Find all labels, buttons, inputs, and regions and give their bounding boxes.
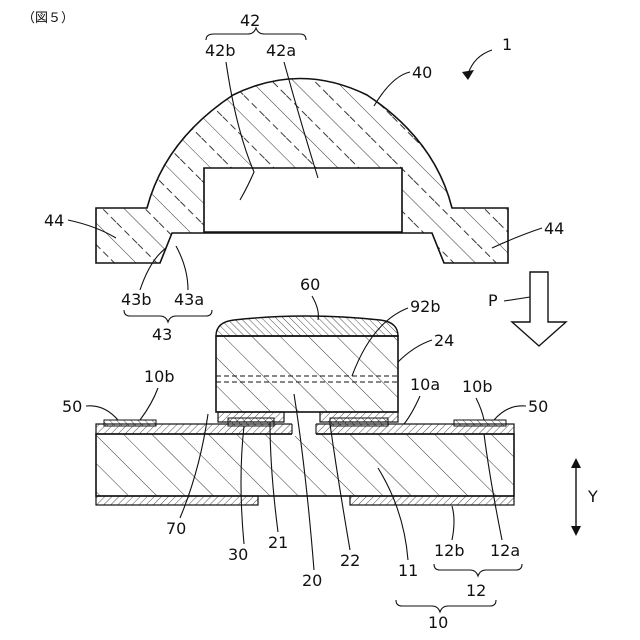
leader-pad-right bbox=[476, 398, 484, 420]
label-recess: 42 bbox=[240, 11, 260, 30]
label-bond-left: 50 bbox=[62, 397, 82, 416]
label-step-a: 43a bbox=[174, 290, 204, 309]
label-flange-left: 44 bbox=[44, 211, 64, 230]
leader-chip-side bbox=[398, 340, 432, 362]
wiring-bottom-left bbox=[96, 496, 258, 505]
device-arrowhead bbox=[462, 70, 474, 80]
figure-caption: （図５） bbox=[22, 11, 74, 26]
label-axis-y: Y bbox=[587, 487, 598, 506]
label-base: 11 bbox=[398, 561, 418, 580]
label-wiring: 12 bbox=[466, 581, 486, 600]
label-bond-right: 50 bbox=[528, 397, 548, 416]
label-pad-left: 10b bbox=[144, 367, 175, 386]
pad-right bbox=[454, 420, 506, 426]
leader-bond-right bbox=[494, 406, 526, 420]
coating-layer bbox=[216, 316, 398, 336]
direction-arrow-p bbox=[512, 272, 566, 346]
leader-pad-left bbox=[140, 388, 158, 420]
label-step: 43 bbox=[152, 325, 172, 344]
label-wiring-b: 12b bbox=[434, 541, 465, 560]
label-underfill: 70 bbox=[166, 519, 186, 538]
label-bump-left: 30 bbox=[228, 545, 248, 564]
label-recess-a: 42a bbox=[266, 41, 296, 60]
label-recess-b: 42b bbox=[205, 41, 236, 60]
label-chip-side: 24 bbox=[434, 331, 454, 350]
label-direction-p: P bbox=[488, 291, 498, 310]
base-body bbox=[96, 434, 514, 496]
label-flange-right: 44 bbox=[544, 219, 564, 238]
leader-direction-p bbox=[504, 297, 530, 301]
label-wiring-a: 12a bbox=[490, 541, 520, 560]
label-electrode-22: 22 bbox=[340, 551, 360, 570]
label-substrate: 10 bbox=[428, 613, 448, 632]
label-pad-right: 10b bbox=[462, 377, 493, 396]
lens-body bbox=[96, 79, 508, 264]
label-step-b: 43b bbox=[121, 290, 152, 309]
bump-right bbox=[330, 418, 388, 426]
pad-left bbox=[104, 420, 156, 426]
bracket-step bbox=[124, 310, 212, 322]
bracket-wiring bbox=[434, 564, 522, 576]
label-surface-10a: 10a bbox=[410, 375, 440, 394]
leader-lens bbox=[374, 72, 410, 106]
leader-bond-left bbox=[86, 406, 118, 420]
label-layer-92b: 92b bbox=[410, 297, 441, 316]
label-coating: 60 bbox=[300, 275, 320, 294]
wiring-gap bbox=[292, 422, 316, 436]
leader-step-a bbox=[176, 246, 188, 290]
bump-left bbox=[228, 418, 274, 426]
label-chip: 20 bbox=[302, 571, 322, 590]
wiring-bottom-right bbox=[350, 496, 514, 505]
axis-y-arrow bbox=[571, 458, 581, 536]
label-lens: 40 bbox=[412, 63, 432, 82]
label-device: 1 bbox=[502, 35, 512, 54]
label-electrode-21: 21 bbox=[268, 533, 288, 552]
bracket-substrate bbox=[396, 600, 496, 612]
leader-surface-10a bbox=[404, 396, 420, 424]
leader-wiring-b bbox=[452, 506, 454, 540]
chip-body bbox=[216, 336, 398, 412]
